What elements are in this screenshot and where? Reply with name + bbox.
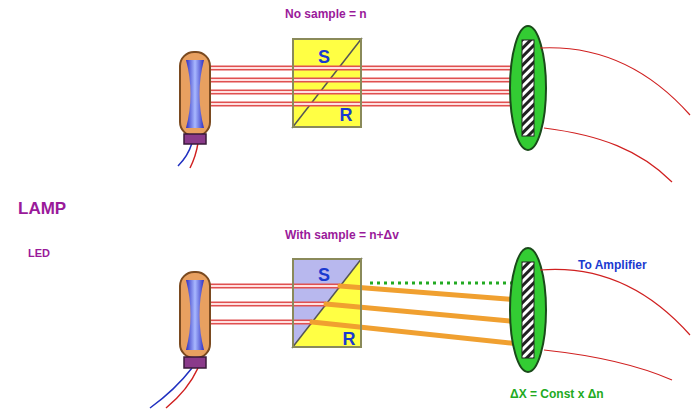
lamp-wire <box>178 143 192 166</box>
detector-strip <box>522 40 534 136</box>
amplifier-label: To Amplifier <box>578 259 647 271</box>
led-glow <box>186 60 204 128</box>
output-wire <box>544 350 672 380</box>
lamp-base <box>184 134 206 144</box>
lamp-wire <box>190 143 198 168</box>
reference-line <box>370 282 514 285</box>
output-wire <box>540 48 690 115</box>
detector-strip <box>522 262 534 358</box>
condition-label: With sample = n+Δv <box>285 229 399 241</box>
light-beams <box>208 68 522 104</box>
lamp-wire <box>166 368 198 408</box>
led-lamp <box>180 52 210 136</box>
prism-diagonal <box>292 38 362 128</box>
condition-label: No sample = n <box>285 8 367 20</box>
lamp-label: LAMP <box>18 200 66 217</box>
prism-letter: S <box>318 266 330 284</box>
lamp-base <box>184 357 206 368</box>
equation-label: ΔX = Const x Δn <box>510 388 604 400</box>
prism-box: SR <box>292 38 362 128</box>
led-glow <box>186 280 204 350</box>
prism-letter: R <box>340 106 353 124</box>
led-lamp <box>180 272 210 358</box>
led-label: LED <box>28 248 50 259</box>
output-wire <box>540 269 690 335</box>
prism-letter: S <box>318 48 330 66</box>
light-beams <box>208 286 340 322</box>
photo-detector <box>510 26 546 150</box>
output-wire <box>544 128 672 182</box>
prism-letter: R <box>343 330 356 348</box>
photo-detector <box>510 248 546 372</box>
prism-box: SR <box>292 258 362 348</box>
prism-fill <box>292 38 362 128</box>
